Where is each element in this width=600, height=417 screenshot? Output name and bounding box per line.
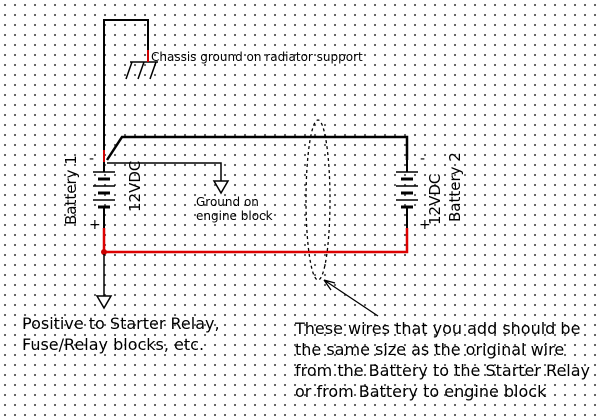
engine-ground-label-line-2: engine block — [196, 209, 273, 223]
battery-1-voltage: 12VDC — [126, 161, 144, 212]
battery-1-minus-label: - — [89, 151, 94, 167]
engine-ground-wire — [107, 162, 222, 181]
chassis-ground-label: Chassis ground on radiator support — [151, 50, 363, 64]
positive-junction-dot — [101, 249, 107, 255]
positive-connection-note: Positive to Starter Relay, Fuse/Relay bl… — [22, 314, 220, 354]
battery-1-plus-label: + — [89, 217, 101, 233]
positive-feed-arrow — [95, 295, 113, 310]
battery-2-symbol — [396, 160, 418, 228]
callout-arrow — [323, 279, 379, 317]
chassis-ground-wire — [103, 19, 149, 150]
negative-jumper-wire — [105, 135, 409, 161]
positive-jumper-wire — [102, 228, 409, 254]
battery-2-name: Battery 2 — [446, 152, 464, 222]
engine-ground-label: Ground on engine block — [196, 195, 273, 223]
engine-ground-label-line-1: Ground on — [196, 195, 259, 209]
chassis-ground-symbol — [125, 61, 158, 80]
battery-2-minus-label: - — [420, 151, 425, 167]
battery-2-plus-label: + — [419, 217, 431, 233]
added-wires-highlight — [305, 119, 331, 281]
battery-1-symbol — [93, 160, 115, 228]
battery-1-name: Battery 1 — [62, 155, 80, 225]
engine-ground-symbol — [212, 180, 230, 195]
wire-size-note: These wires that you add should be the s… — [295, 319, 591, 401]
battery-2-voltage: 12VDC — [426, 174, 444, 225]
